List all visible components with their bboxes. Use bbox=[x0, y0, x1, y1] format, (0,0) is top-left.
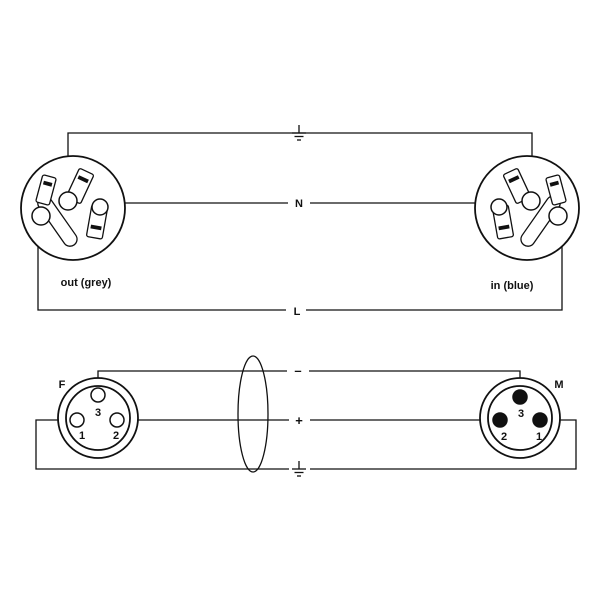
ground-wire bbox=[67, 132, 533, 190]
power-cable-diagram: N L bbox=[20, 125, 580, 318]
neutral-line-label: N bbox=[295, 198, 303, 210]
male-pin-2 bbox=[492, 412, 508, 428]
male-xlr-connector: 3 2 1 bbox=[479, 377, 561, 459]
male-pin-1 bbox=[532, 412, 548, 428]
female-pin-2-label: 2 bbox=[113, 430, 119, 442]
in-connector-label: in (blue) bbox=[491, 280, 534, 292]
live-wire bbox=[37, 220, 563, 311]
female-pin-1-label: 1 bbox=[79, 430, 85, 442]
out-connector-label: out (grey) bbox=[61, 277, 112, 289]
ground-icon bbox=[292, 461, 306, 477]
male-pin-3 bbox=[512, 389, 528, 405]
out-connector bbox=[20, 155, 126, 261]
xlr-cable-diagram: – + 3 1 2 F 3 2 bbox=[35, 355, 577, 477]
plus-label: + bbox=[295, 413, 303, 428]
female-pin-1-hole bbox=[69, 412, 85, 428]
female-xlr-connector: 3 1 2 bbox=[57, 377, 139, 459]
female-connector-label: F bbox=[59, 379, 66, 391]
female-pin-3-hole bbox=[90, 387, 106, 403]
ground-icon bbox=[292, 125, 306, 141]
male-pin-1-label: 1 bbox=[536, 431, 542, 443]
male-pin-3-label: 3 bbox=[518, 408, 524, 420]
male-pin-2-label: 2 bbox=[501, 431, 507, 443]
in-connector bbox=[474, 155, 580, 261]
female-pin-3-label: 3 bbox=[95, 407, 101, 419]
cable-shield-icon bbox=[237, 355, 269, 473]
female-pin-2-hole bbox=[109, 412, 125, 428]
minus-label: – bbox=[294, 363, 301, 378]
male-connector-label: M bbox=[554, 379, 563, 391]
minus-wire bbox=[97, 370, 521, 394]
live-line-label: L bbox=[294, 306, 301, 318]
